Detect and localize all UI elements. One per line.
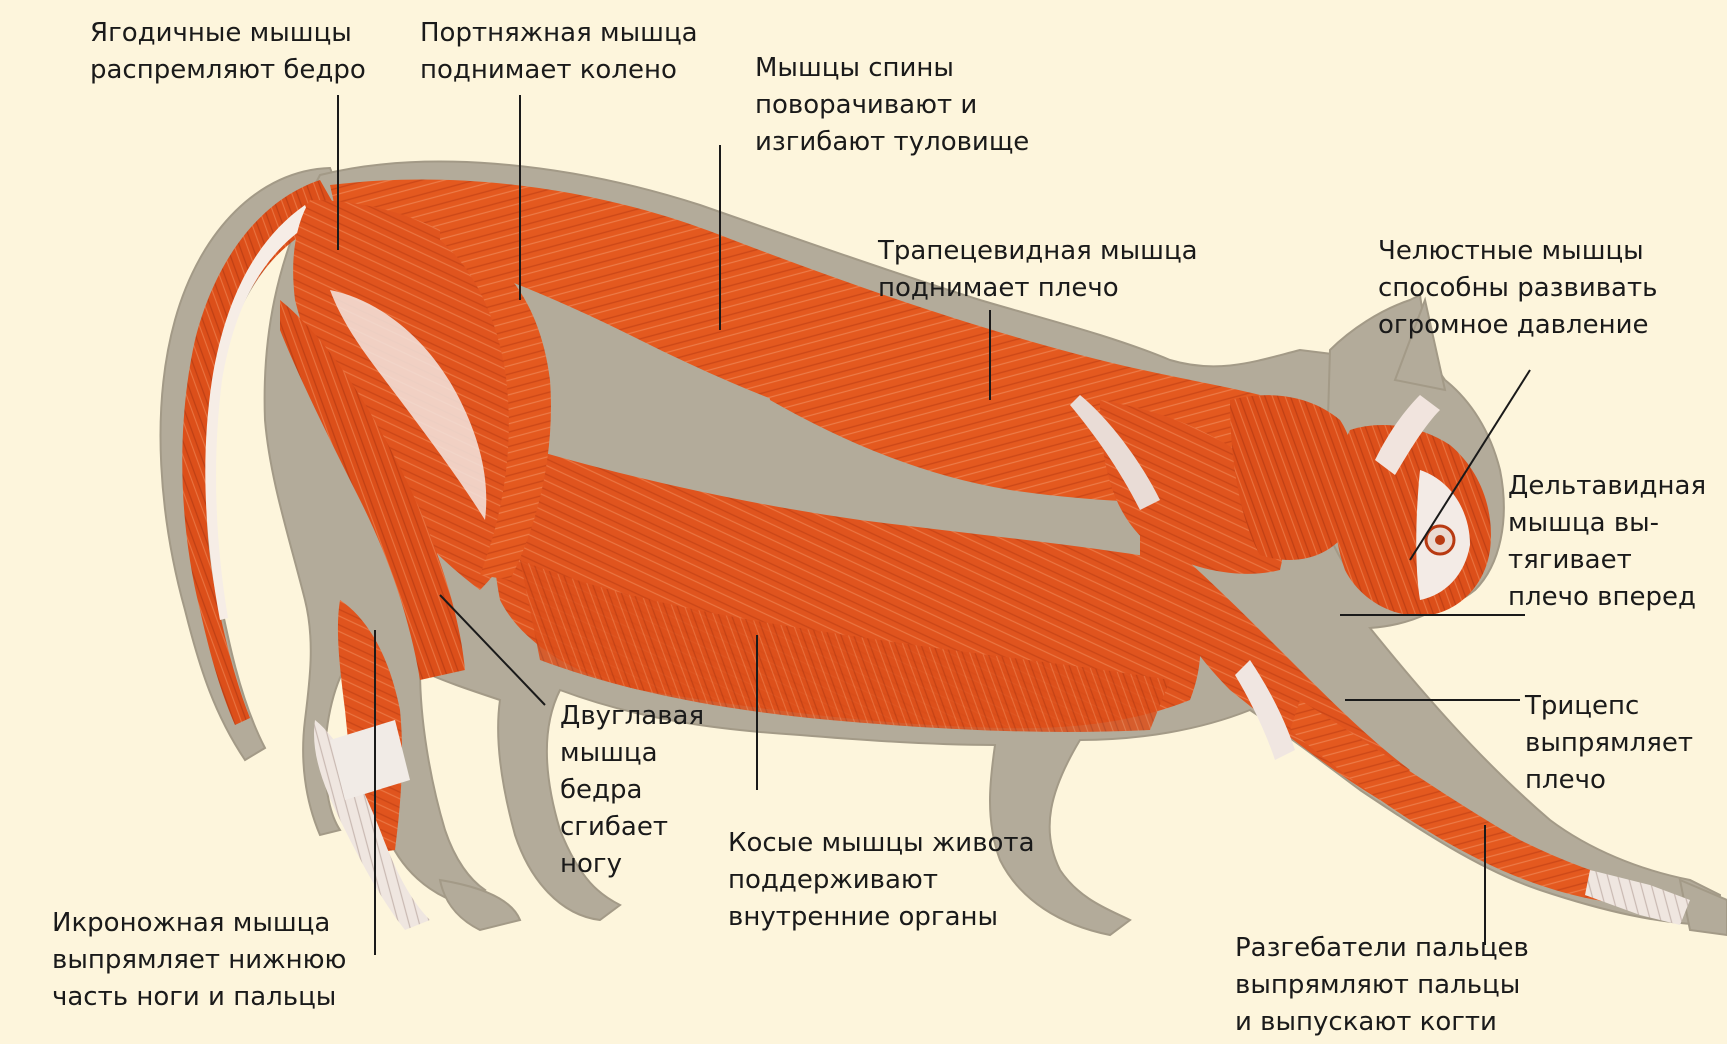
label-line: Портняжная мышца: [420, 15, 698, 52]
label-line: Челюстные мышцы: [1378, 233, 1657, 270]
label-line: Икроножная мышца: [52, 905, 346, 942]
label-line: Дельтавидная: [1508, 468, 1706, 505]
label-line: поднимает колено: [420, 52, 698, 89]
label-line: Ягодичные мышцы: [90, 15, 366, 52]
label-line: Косые мышцы живота: [728, 825, 1035, 862]
label-back-muscles: Мышцы спины поворачивают и изгибают туло…: [755, 50, 1029, 161]
label-line: выпрямляет нижнюю: [52, 942, 346, 979]
label-line: выпрямляет: [1525, 725, 1693, 762]
label-line: Двуглавая: [560, 698, 704, 735]
label-line: Мышцы спины: [755, 50, 1029, 87]
label-jaw-muscles: Челюстные мышцы способны развивать огром…: [1378, 233, 1657, 344]
label-line: поддерживают: [728, 862, 1035, 899]
label-triceps: Трицепс выпрямляет плечо: [1525, 688, 1693, 799]
label-line: внутренние органы: [728, 899, 1035, 936]
label-line: поднимает плечо: [878, 270, 1198, 307]
label-line: и выпускают когти: [1235, 1004, 1529, 1041]
label-oblique-abdominals: Косые мышцы живота поддерживают внутренн…: [728, 825, 1035, 936]
label-sartorius: Портняжная мышца поднимает колено: [420, 15, 698, 89]
label-line: часть ноги и пальцы: [52, 979, 346, 1016]
label-biceps-femoris: Двуглавая мышца бедра сгибает ногу: [560, 698, 704, 883]
label-line: плечо вперед: [1508, 579, 1706, 616]
label-line: мышца вы-: [1508, 505, 1706, 542]
label-line: огромное давление: [1378, 307, 1657, 344]
label-line: сгибает: [560, 809, 704, 846]
label-line: распремляют бедро: [90, 52, 366, 89]
label-trapezius: Трапецевидная мышца поднимает плечо: [878, 233, 1198, 307]
label-gluteal-muscles: Ягодичные мышцы распремляют бедро: [90, 15, 366, 89]
label-line: Трапецевидная мышца: [878, 233, 1198, 270]
label-line: тягивает: [1508, 542, 1706, 579]
label-line: плечо: [1525, 762, 1693, 799]
label-line: ногу: [560, 846, 704, 883]
label-calf-muscle: Икроножная мышца выпрямляет нижнюю часть…: [52, 905, 346, 1016]
label-line: Трицепс: [1525, 688, 1693, 725]
label-line: Разгебатели пальцев: [1235, 930, 1529, 967]
label-line: способны развивать: [1378, 270, 1657, 307]
label-line: мышца: [560, 735, 704, 772]
label-line: бедра: [560, 772, 704, 809]
label-digit-extensors: Разгебатели пальцев выпрямляют пальцы и …: [1235, 930, 1529, 1041]
label-line: изгибают туловище: [755, 124, 1029, 161]
label-line: поворачивают и: [755, 87, 1029, 124]
label-deltoid: Дельтавидная мышца вы- тягивает плечо вп…: [1508, 468, 1706, 616]
label-line: выпрямляют пальцы: [1235, 967, 1529, 1004]
